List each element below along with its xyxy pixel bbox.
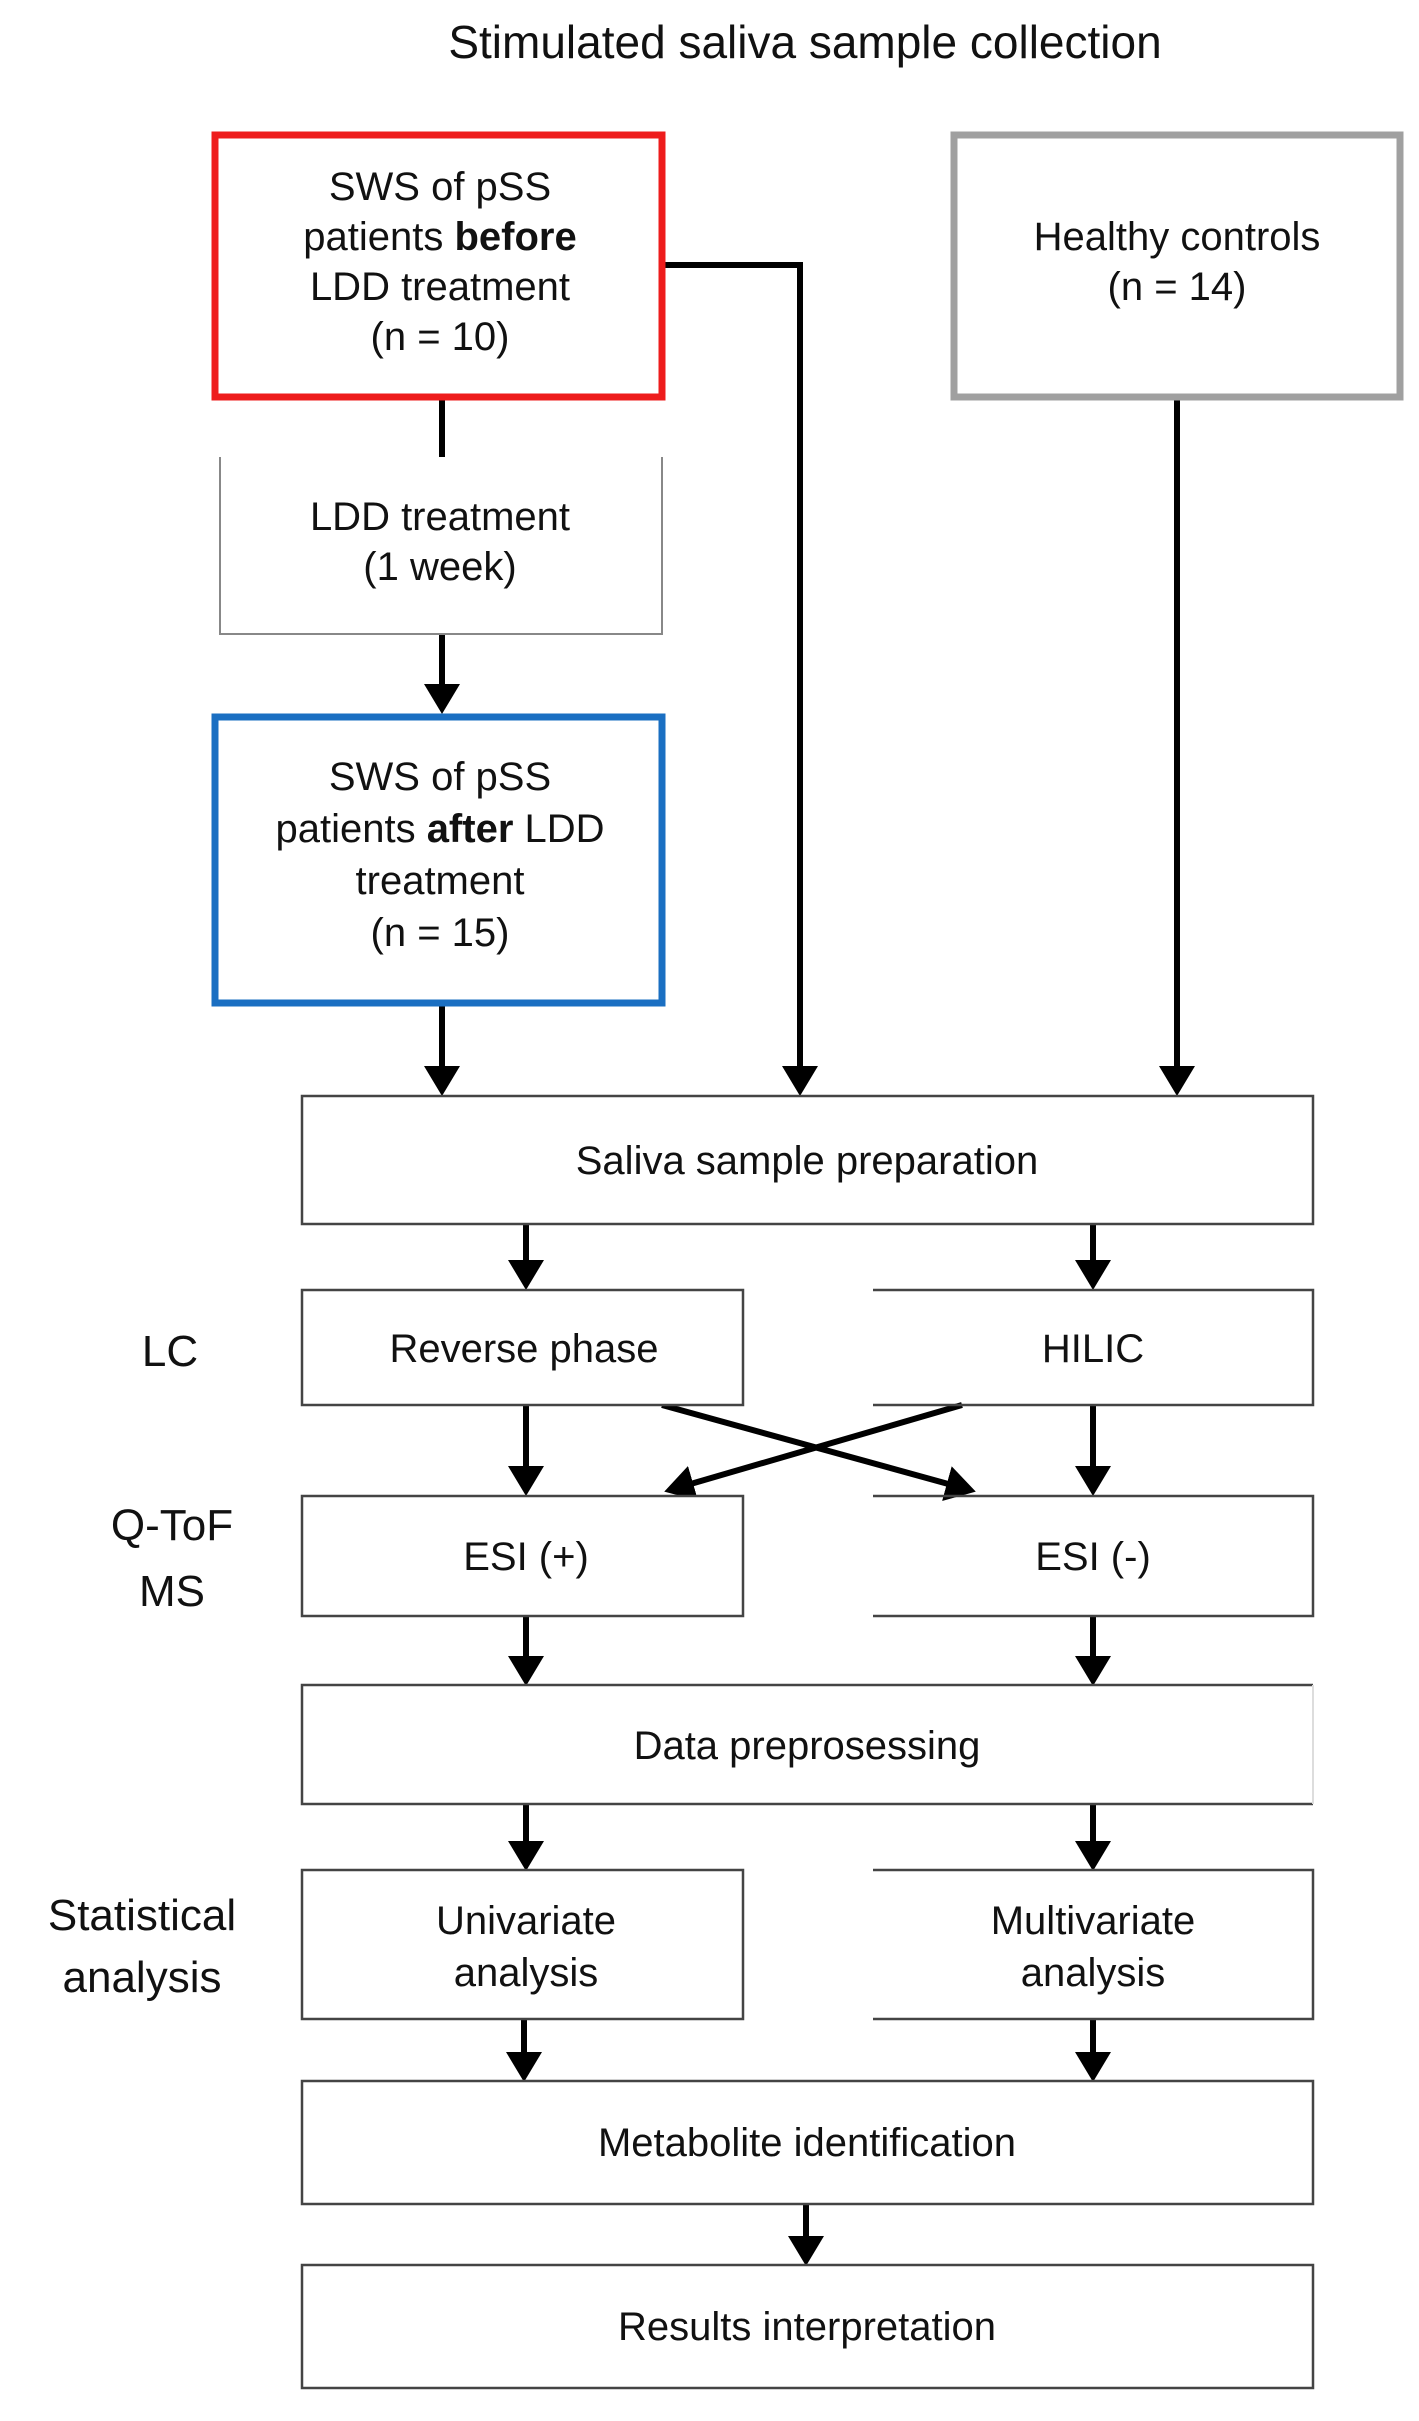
box-data-preprocessing: Data preprosessing (300, 1683, 1314, 1806)
connectors (424, 262, 1195, 2266)
box-text: analysis (454, 1951, 599, 1995)
box-ldd-treatment: LDD treatment (1 week) (219, 457, 663, 635)
box-text: ESI (-) (1035, 1535, 1151, 1579)
box-text: (n = 10) (371, 315, 510, 359)
arrow-before-to-preparation (662, 262, 818, 1096)
box-text: Reverse phase (389, 1327, 658, 1371)
box-text: Saliva sample preparation (576, 1139, 1038, 1183)
box-multivariate: Multivariate analysis (873, 1868, 1315, 2021)
diagram-title: Stimulated saliva sample collection (448, 16, 1161, 68)
box-text: Healthy controls (1034, 215, 1321, 259)
stage-label-ms-2: MS (139, 1567, 205, 1616)
box-before-treatment: SWS of pSS patients before LDD treatment… (211, 131, 666, 401)
box-metabolite-identification: Metabolite identification (300, 2079, 1315, 2206)
box-text: LDD treatment (310, 495, 570, 539)
box-text: treatment (356, 859, 525, 903)
box-text: Metabolite identification (598, 2121, 1016, 2165)
arrow-hilic-to-esi-pos (664, 1402, 963, 1501)
stage-label-lc: LC (142, 1327, 198, 1376)
box-healthy-controls: Healthy controls (n = 14) (950, 131, 1404, 401)
stage-label-stat-2: analysis (63, 1953, 222, 2002)
box-text: SWS of pSS (329, 165, 551, 209)
box-reverse-phase: Reverse phase (300, 1288, 745, 1407)
box-univariate: Univariate analysis (300, 1868, 745, 2021)
box-esi-positive: ESI (+) (300, 1494, 745, 1618)
box-esi-negative: ESI (-) (873, 1494, 1315, 1618)
box-text: (n = 14) (1108, 265, 1247, 309)
box-text: patients after LDD (275, 807, 604, 851)
box-text: patients before (303, 215, 576, 259)
box-text: LDD treatment (310, 265, 570, 309)
box-text: (1 week) (363, 545, 516, 589)
box-saliva-preparation: Saliva sample preparation (300, 1094, 1315, 1226)
box-text: HILIC (1042, 1327, 1144, 1371)
box-text: (n = 15) (371, 911, 510, 955)
box-results-interpretation: Results interpretation (300, 2263, 1315, 2390)
box-text: Data preprosessing (634, 1724, 981, 1768)
box-text: ESI (+) (463, 1535, 589, 1579)
box-text: SWS of pSS (329, 755, 551, 799)
box-text: Results interpretation (618, 2305, 996, 2349)
box-text: Univariate (436, 1899, 616, 1943)
box-text: Multivariate (991, 1899, 1196, 1943)
box-hilic: HILIC (873, 1288, 1315, 1407)
stage-label-stat-1: Statistical (48, 1891, 236, 1940)
stage-label-ms-1: Q-ToF (111, 1501, 233, 1550)
box-text: analysis (1021, 1951, 1166, 1995)
box-after-treatment: SWS of pSS patients after LDD treatment … (211, 713, 666, 1007)
